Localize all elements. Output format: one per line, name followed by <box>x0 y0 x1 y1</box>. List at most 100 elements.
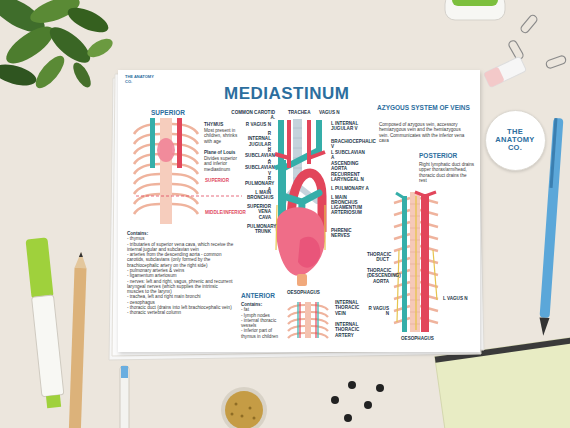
superior-ribcage <box>134 194 198 204</box>
eraser <box>483 56 526 87</box>
anatomy-label: R VAGUS N <box>245 122 272 127</box>
poster-stack <box>109 70 484 360</box>
superior-ribcage <box>134 118 198 224</box>
anatomy-label: L INTERNAL JUGULAR V <box>330 121 370 132</box>
seed-bowl <box>253 417 256 420</box>
posterior-view <box>410 252 420 253</box>
body-text: - arteries from the descending aorta - c… <box>126 252 236 268</box>
anatomy-label: THORACIC (DESCENDING) AORTA <box>366 268 390 284</box>
poster-stack <box>118 70 480 352</box>
sticker-circle: THE ANATOMY CO. <box>485 110 546 171</box>
heart-and-vessels <box>293 168 302 169</box>
push-pins <box>348 381 356 389</box>
body-text: Composed of azygous vein, accessory hemi… <box>378 122 472 143</box>
paper-clips <box>545 55 567 69</box>
anatomy-label: RECURRENT LARYNGEAL N <box>330 172 370 183</box>
anterior-ribcage <box>315 302 316 338</box>
heart-and-vessels <box>293 128 302 178</box>
superior-ribcage <box>134 124 198 214</box>
anatomy-label: INTERNAL THORACIC VEIN <box>334 300 370 316</box>
highlighter <box>32 295 64 397</box>
posterior-view <box>421 194 429 332</box>
blue-pen <box>550 118 558 188</box>
anatomy-label: L MAIN BRONCHUS <box>330 195 370 206</box>
body-text: - thoracic vertebral column <box>126 310 236 315</box>
posterior-view <box>410 324 420 325</box>
logo-text: THE ANATOMY CO. <box>124 75 156 84</box>
seed-bowl <box>221 387 267 428</box>
anatomy-label: L VAGUS N <box>442 296 469 301</box>
posterior-view <box>397 250 437 322</box>
heart-and-vessels <box>287 120 291 168</box>
anatomy-label: COMMON CAROTID A. <box>230 110 276 121</box>
anatomy-label: TRACHEA <box>287 110 311 115</box>
anterior-ribcage <box>288 312 328 317</box>
anatomy-label: INTERNAL THORACIC ARTERY <box>334 322 370 338</box>
pencil <box>75 252 88 268</box>
highlighter <box>46 395 61 408</box>
seed-bowl <box>221 387 267 428</box>
body-text: - inferior part of thymus in children <box>240 328 284 339</box>
text-column: Contains:- thymus- tributaries of superi… <box>126 231 236 316</box>
region-label: MIDDLE/INFERIOR <box>204 210 247 215</box>
section-heading: SUPERIOR <box>150 109 186 116</box>
superior-ribcage <box>134 124 198 134</box>
anatomy-label: THORACIC DUCT <box>366 252 390 263</box>
pencil <box>79 252 83 257</box>
posterior-view <box>394 192 438 332</box>
anterior-ribcage <box>288 305 328 338</box>
posterior-view <box>415 192 436 196</box>
anterior-ribcage <box>288 305 328 310</box>
body-text: Right lymphatic duct drains upper thorax… <box>418 162 476 183</box>
posterior-view <box>410 276 420 277</box>
highlighter <box>25 237 65 408</box>
plane-of-louis <box>136 196 242 197</box>
superior-ribcage <box>150 118 155 168</box>
body-text: Divides superior and inferior mediastinu… <box>203 156 245 172</box>
small-pen <box>121 366 128 378</box>
pencil <box>69 252 87 428</box>
heart-and-vessels <box>275 166 281 168</box>
superior-ribcage <box>134 164 198 174</box>
posterior-view <box>402 196 407 332</box>
push-pins <box>331 396 339 404</box>
heart-and-vessels <box>276 205 325 250</box>
anatomy-label: BRACHIOCEPHALIC V <box>330 139 370 150</box>
blue-pen <box>538 317 549 336</box>
anterior-ribcage <box>305 302 311 338</box>
posterior-view <box>410 300 420 301</box>
heart-and-vessels <box>276 207 326 276</box>
section-heading: AZYGOUS SYSTEM OF VEINS <box>376 104 471 111</box>
heart-and-vessels <box>316 120 322 152</box>
seed-bowl <box>249 407 252 410</box>
anatomy-label: THYMUS <box>203 122 224 127</box>
push-pins <box>376 384 384 392</box>
anatomy-label: LIGAMENTUM ARTERIOSUM <box>330 205 370 216</box>
stapler <box>452 0 498 6</box>
anatomy-label: PHRENIC NERVES <box>330 228 370 239</box>
body-text: Most present in children, shrinks with a… <box>203 128 245 144</box>
heart-and-vessels <box>275 152 325 158</box>
anatomy-label: L SUBCLAVIAN A <box>330 150 370 161</box>
anatomy-label: L PULMONARY A <box>330 186 370 191</box>
push-pins <box>331 381 384 422</box>
small-pen <box>120 366 129 428</box>
region-label: SUPERIOR <box>204 178 230 183</box>
seed-bowl <box>241 415 244 418</box>
posterior-view <box>410 288 420 289</box>
push-pins <box>344 414 352 422</box>
anterior-ribcage <box>288 333 328 338</box>
anatomy-label: VAGUS N <box>318 110 341 115</box>
pencil <box>69 252 87 428</box>
plant <box>84 35 115 61</box>
plane-of-louis <box>136 196 242 197</box>
heart-and-vessels <box>275 119 325 286</box>
eraser <box>483 56 526 87</box>
plant <box>0 61 39 90</box>
anterior-ribcage <box>288 326 328 331</box>
plant <box>0 0 116 92</box>
superior-ribcage <box>134 204 198 214</box>
paper-clips <box>508 39 525 60</box>
posterior-view <box>410 228 420 229</box>
